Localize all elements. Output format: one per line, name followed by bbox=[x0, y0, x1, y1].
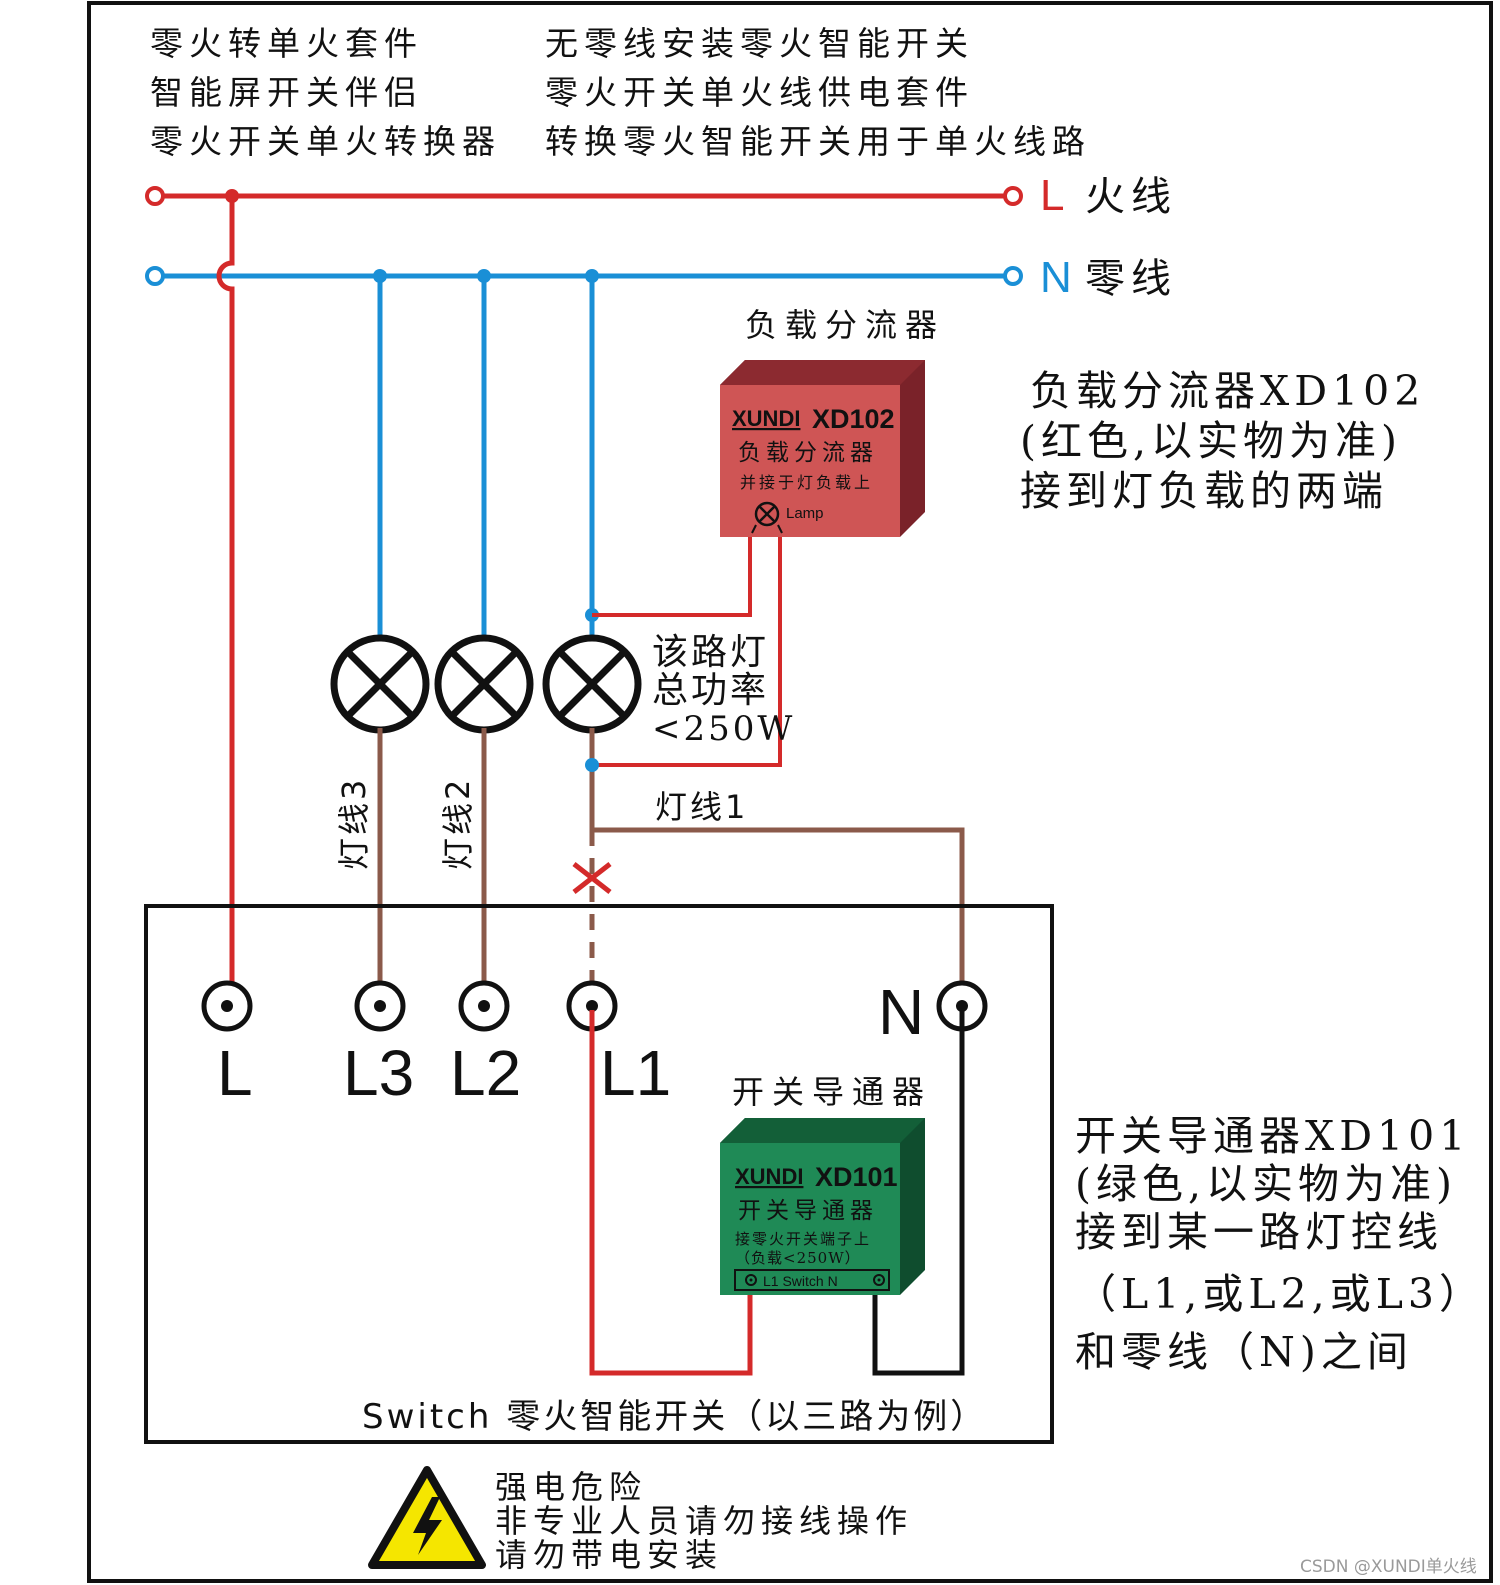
splitter-lead-neutral bbox=[592, 537, 752, 617]
terminal-L2-label: L2 bbox=[450, 1037, 521, 1109]
neutral-bus bbox=[145, 266, 1023, 286]
conductor-sub-1: 接零火开关端子上 bbox=[735, 1230, 871, 1248]
lamp-line-1-wire bbox=[589, 728, 965, 1003]
splitter-sub: 并接于灯负载上 bbox=[740, 473, 873, 492]
cut-mark-icon bbox=[572, 862, 612, 894]
lamp-symbol-icon bbox=[751, 501, 783, 534]
header-left-line-2: 智能屏开关伴侣 bbox=[150, 73, 423, 112]
warning-line-2: 非专业人员请勿接线操作 bbox=[495, 1502, 913, 1540]
warning-line-1: 强电危险 bbox=[495, 1468, 647, 1506]
splitter-note-line-1: 负载分流器XD102 bbox=[1030, 367, 1425, 415]
splitter-model: XD102 bbox=[812, 404, 895, 434]
header-right-line-3: 转换零火智能开关用于单火线路 bbox=[545, 122, 1091, 161]
header-right-line-2: 零火开关单火线供电套件 bbox=[545, 73, 974, 112]
conductor-model: XD101 bbox=[815, 1162, 898, 1192]
splitter-name: 负载分流器 bbox=[738, 440, 878, 466]
outer-frame bbox=[87, 1, 1493, 1583]
conductor-sub-2: （负载<250W） bbox=[735, 1249, 861, 1267]
conductor-note-line-4: （L1,或L2,或L3） bbox=[1075, 1270, 1485, 1318]
splitter-note-line-3: 接到灯负载的两端 bbox=[1020, 467, 1388, 515]
terminal-L1-label: L1 bbox=[600, 1037, 671, 1109]
header-right-line-1: 无零线安装零火智能开关 bbox=[545, 24, 974, 63]
header-right: 无零线安装零火智能开关 零火开关单火线供电套件 转换零火智能开关用于单火线路 bbox=[545, 24, 1091, 161]
conductor-lead-l1 bbox=[589, 1010, 753, 1376]
neutral-bus-left-terminal bbox=[145, 266, 165, 286]
neutral-label: 零线 bbox=[1085, 256, 1177, 302]
header-left-line-1: 零火转单火套件 bbox=[150, 24, 423, 63]
terminal-L3 bbox=[354, 980, 406, 1032]
live-bus bbox=[145, 186, 1023, 206]
conductor-note-line-3: 接到某一路灯控线 bbox=[1075, 1208, 1443, 1256]
high-voltage-icon bbox=[368, 1466, 486, 1569]
conductor-brand: XUNDI bbox=[735, 1164, 803, 1189]
splitter-lead-load bbox=[592, 537, 782, 767]
conductor-note-line-1: 开关导通器XD101 bbox=[1075, 1112, 1470, 1160]
header-left: 零火转单火套件 智能屏开关伴侣 零火开关单火转换器 bbox=[150, 24, 501, 161]
terminal-L1 bbox=[566, 980, 618, 1032]
lamp-power-note-1: 该路灯 bbox=[652, 632, 769, 673]
terminal-L2 bbox=[458, 980, 510, 1032]
splitter-lamp-label: Lamp bbox=[786, 505, 824, 522]
watermark: CSDN @XUNDI单火线 bbox=[1300, 1557, 1477, 1577]
terminal-L-label: L bbox=[217, 1037, 253, 1109]
terminal-L bbox=[201, 980, 253, 1032]
lamp-2-icon bbox=[434, 634, 534, 734]
conductor-lead-n bbox=[872, 1010, 965, 1376]
neutral-bus-right-terminal bbox=[1003, 266, 1023, 286]
live-label: 火线 bbox=[1085, 174, 1177, 220]
conductor-name: 开关导通器 bbox=[738, 1198, 878, 1224]
live-letter: L bbox=[1040, 171, 1064, 220]
warning-line-3: 请勿带电安装 bbox=[495, 1536, 723, 1574]
live-bus-right-terminal bbox=[1003, 186, 1023, 206]
conductor-note-line-2: (绿色,以实物为准) bbox=[1075, 1160, 1457, 1208]
terminal-N-label: N bbox=[878, 976, 924, 1048]
conductor-strip-label: L1 Switch N bbox=[763, 1273, 838, 1289]
lamp-line-3-label: 灯线3 bbox=[335, 777, 373, 870]
header-left-line-3: 零火开关单火转换器 bbox=[150, 122, 501, 161]
conductor-note-line-5: 和零线（N)之间 bbox=[1075, 1328, 1413, 1376]
smart-switch-box bbox=[144, 904, 1054, 1444]
terminal-L3-label: L3 bbox=[343, 1037, 414, 1109]
lamp-line-2-label: 灯线2 bbox=[439, 777, 477, 870]
lamp-power-note-2: 总功率 bbox=[652, 670, 769, 711]
splitter-note-line-2: (红色,以实物为准) bbox=[1020, 417, 1402, 465]
switch-conductor-xd101: XUNDI XD101 开关导通器 接零火开关端子上 （负载<250W） L1 … bbox=[720, 1118, 925, 1295]
lamp-1-icon bbox=[542, 634, 642, 734]
terminal-N bbox=[936, 980, 988, 1032]
splitter-caption: 负载分流器 bbox=[745, 306, 945, 344]
splitter-brand: XUNDI bbox=[732, 406, 800, 431]
lamp-3-icon bbox=[330, 634, 430, 734]
lamp-power-note-3: <250W bbox=[652, 709, 795, 749]
load-splitter-xd102: XUNDI XD102 负载分流器 并接于灯负载上 Lamp bbox=[720, 360, 925, 537]
switch-caption: Switch 零火智能开关（以三路为例） bbox=[362, 1397, 987, 1437]
live-bus-left-terminal bbox=[145, 186, 165, 206]
live-feed-wire bbox=[216, 196, 235, 1003]
conductor-caption: 开关导通器 bbox=[732, 1073, 932, 1111]
lamp-line-1-label: 灯线1 bbox=[655, 788, 748, 826]
neutral-letter: N bbox=[1040, 253, 1072, 302]
